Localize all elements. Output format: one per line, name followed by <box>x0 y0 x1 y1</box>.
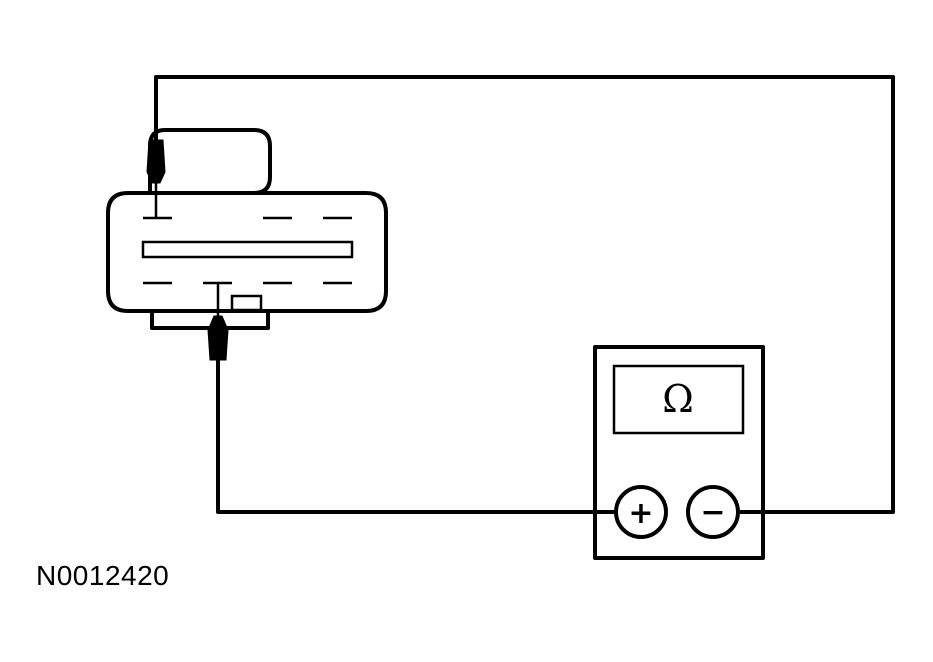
negative-terminal <box>686 485 740 539</box>
sensor-element-bar <box>141 240 354 259</box>
multimeter: Ω + − <box>593 345 765 560</box>
multimeter-body <box>593 345 765 560</box>
positive-terminal <box>614 485 668 539</box>
sensor-component <box>106 128 388 330</box>
sensor-housing <box>106 128 388 313</box>
lower-probe-tip <box>207 315 229 361</box>
figure-id: N0012420 <box>36 560 170 591</box>
sensor-tab <box>230 294 263 312</box>
wire-to-positive-terminal <box>216 358 615 514</box>
wire-to-negative-terminal <box>154 75 895 514</box>
upper-probe-tip <box>146 139 166 184</box>
positive-terminal-label: + <box>628 496 653 531</box>
negative-terminal-label: − <box>700 495 725 530</box>
multimeter-display <box>612 364 745 435</box>
ohm-symbol: Ω <box>662 377 694 421</box>
